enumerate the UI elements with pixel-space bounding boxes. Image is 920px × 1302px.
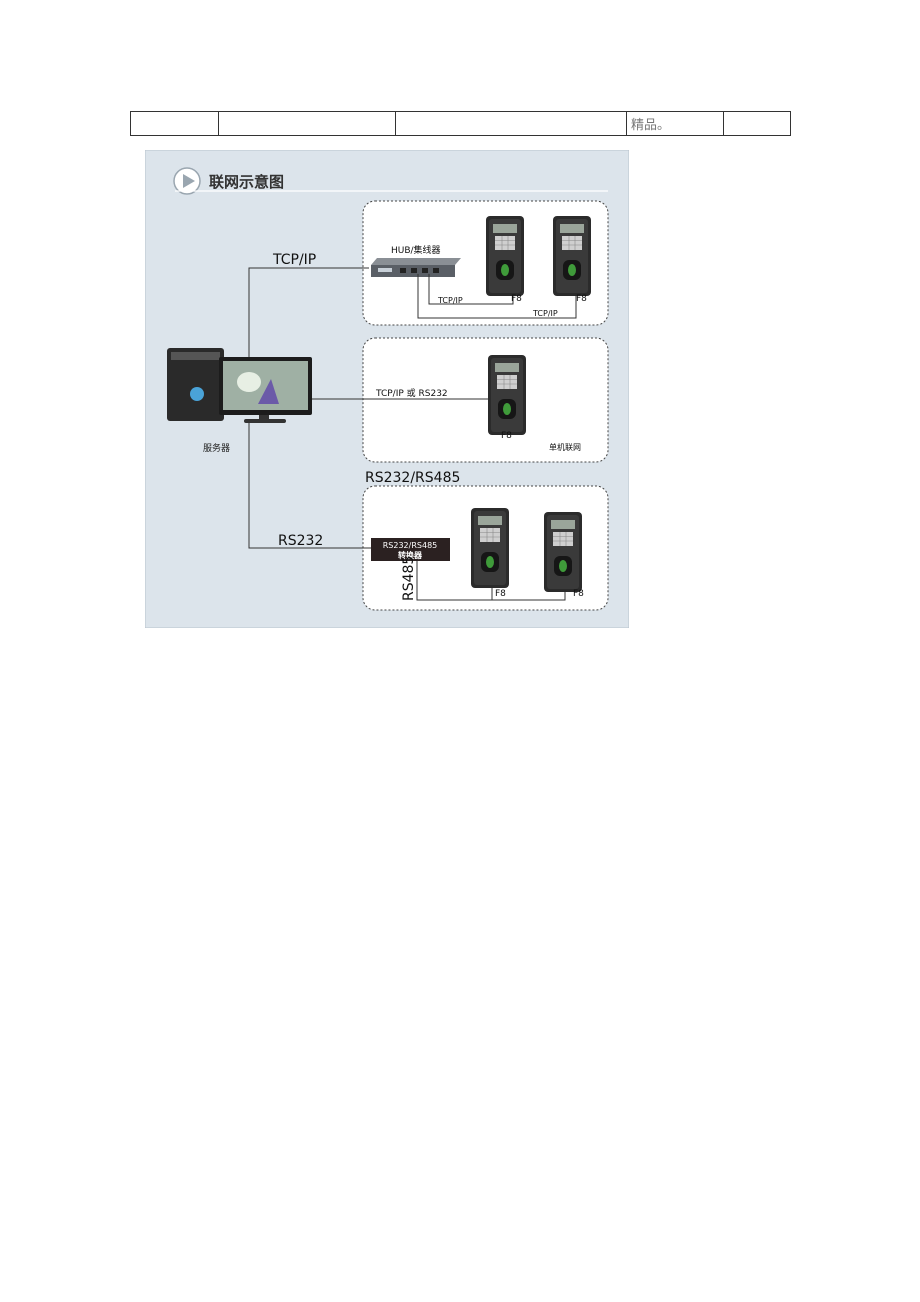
play-icon (173, 167, 201, 195)
header-cell-5 (723, 111, 791, 136)
header-table: 精品。 (130, 111, 791, 136)
device-label: F8 (576, 294, 587, 304)
f8-device-icon (470, 507, 510, 589)
f8-device-icon (487, 354, 527, 436)
device-label: F8 (511, 294, 522, 304)
standalone-caption: 单机联网 (549, 442, 581, 452)
diagram-title: 联网示意图 (209, 173, 284, 191)
header-cell-1 (130, 111, 219, 136)
f8-device-icon (543, 511, 583, 593)
link-rs232-label: RS232 (278, 533, 323, 549)
standalone-link-label: TCP/IP 或 RS232 (375, 387, 448, 399)
converter-box (371, 538, 450, 561)
device-label: F8 (573, 589, 584, 599)
link-server-to-converter (248, 423, 371, 549)
converter-line1: RS232/RS485 (383, 541, 438, 550)
header-cell-3 (395, 111, 627, 136)
server-label: 服务器 (203, 442, 230, 454)
rs-group-title: RS232/RS485 (365, 470, 460, 486)
hub-link2-label: TCP/IP (532, 309, 558, 318)
group-standalone-box (362, 337, 609, 463)
header-cell-2 (218, 111, 396, 136)
link-tcpip-label: TCP/IP (272, 252, 316, 268)
device-label: F8 (501, 431, 512, 441)
f8-device-icon (552, 215, 592, 297)
server-computer-icon (167, 348, 312, 423)
link-server-to-hub (248, 267, 369, 357)
hub-switch-icon (371, 258, 461, 277)
hub-link1-label: TCP/IP (437, 296, 463, 305)
converter-line2: 转换器 (398, 550, 423, 560)
device-label: F8 (495, 589, 506, 599)
group-hub-box (362, 200, 609, 326)
header-cell-4: 精品。 (626, 111, 724, 136)
rs485-label: RS485 (401, 556, 417, 601)
hub-label: HUB/集线器 (391, 244, 441, 256)
f8-device-icon (485, 215, 525, 297)
network-diagram: 联网示意图 服务器 TCP/IP HUB/集线器 TCP/IP TCP/IP F… (145, 150, 629, 628)
